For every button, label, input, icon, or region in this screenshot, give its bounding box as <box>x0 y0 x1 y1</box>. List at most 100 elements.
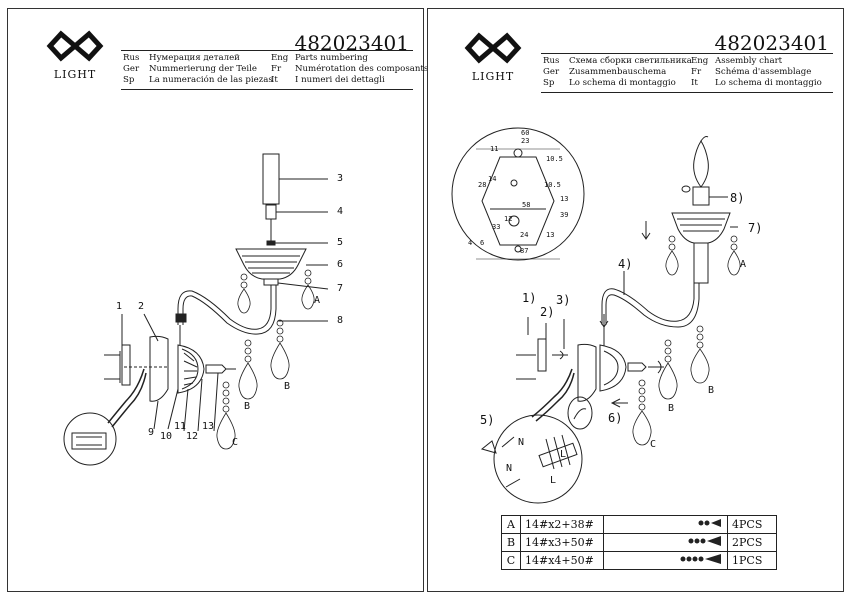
dim-label: 28 <box>478 181 487 189</box>
step-2: 2) <box>540 305 555 319</box>
header-row: Sp Lo schema di montaggio It Lo schema d… <box>543 78 822 89</box>
pendant-code: B <box>501 533 521 552</box>
pendant-spec: 14#x4+50# <box>520 551 604 570</box>
table-row: C 14#x4+50# 1PCS <box>501 551 777 570</box>
step-6: 6) <box>608 411 623 425</box>
logo-text: LIGHT <box>53 68 97 81</box>
dim-label: 39 <box>560 211 569 219</box>
header-row: Sp La numeración de las piezas It I nume… <box>123 75 428 86</box>
header-rule-bottom <box>541 92 833 93</box>
header-row: Ger Zusammenbauschema Fr Schéma d'assemb… <box>543 67 822 78</box>
wire-label-l: L <box>560 449 567 460</box>
lang-title: Assembly chart <box>715 56 783 66</box>
parts-numbering-sheet: LIGHT 482023401 Rus Нумерация деталей En… <box>7 8 428 592</box>
wire-label-l: L <box>550 475 557 486</box>
pendant-image <box>603 551 728 570</box>
step-3: 3) <box>556 293 571 307</box>
lang-code: Fr <box>271 64 282 75</box>
lang-title: La numeración de las piezas <box>149 75 273 86</box>
dim-label: 23 <box>521 137 530 145</box>
product-code: 482023401 <box>294 31 409 55</box>
lang-code: Eng <box>271 53 289 63</box>
pendant-label-b: B <box>284 381 291 392</box>
logo-mark-icon <box>46 30 104 62</box>
wire-label-n: N <box>506 463 513 474</box>
callout-13: 13 <box>202 421 215 432</box>
dim-label: 12 <box>504 215 513 223</box>
lang-code: It <box>271 75 278 86</box>
step-5: 5) <box>480 413 495 427</box>
header-rule-bottom <box>121 89 413 90</box>
step-1: 1) <box>522 291 537 305</box>
pendant-label-a: A <box>740 259 747 270</box>
callout-11: 11 <box>174 421 187 432</box>
lang-code: Ger <box>543 67 560 78</box>
dim-label: 10.5 <box>546 155 563 163</box>
lang-title: Parts numbering <box>295 53 368 63</box>
lang-title: Lo schema di montaggio <box>569 78 676 89</box>
table-row: A 14#x2+38# 4PCS <box>501 515 777 534</box>
dim-label: 11 <box>490 145 499 153</box>
dim-label: 13 <box>546 231 555 239</box>
pendant-code: A <box>501 515 521 534</box>
lang-code: Fr <box>691 67 702 78</box>
header-rule-top <box>121 50 413 51</box>
lang-code: Sp <box>543 78 555 89</box>
lang-title: Numérotation des composants <box>295 64 429 75</box>
step-7: 7) <box>748 221 763 235</box>
dim-label: 58 <box>522 201 531 209</box>
callout-7: 7 <box>337 283 344 294</box>
pendant-label-c: C <box>232 437 239 448</box>
lang-title: Lo schema di montaggio <box>715 78 822 89</box>
header-row: Rus Схема сборки светильника Eng Assembl… <box>543 56 822 67</box>
lang-code: Ger <box>123 64 140 75</box>
lang-title: Нумерация деталей <box>149 53 240 63</box>
dim-label: 10.5 <box>544 181 561 189</box>
callout-6: 6 <box>337 259 344 270</box>
lang-code: Rus <box>543 56 560 66</box>
logo-mark-icon <box>464 32 522 64</box>
dim-label: 14 <box>488 175 497 183</box>
callout-2: 2 <box>138 301 145 312</box>
callout-5: 5 <box>337 237 344 248</box>
pendant-label-b: B <box>708 385 715 396</box>
pendant-c-icon <box>680 554 721 564</box>
lang-title: Схема сборки светильника <box>569 56 692 66</box>
dim-label: 87 <box>520 247 529 255</box>
assembly-drawing <box>451 127 741 504</box>
pendant-qty: 2PCS <box>727 533 777 552</box>
pendant-b-icon <box>688 536 721 546</box>
dim-label: 4 <box>468 239 473 247</box>
pendant-label-c: C <box>650 439 657 450</box>
pendant-label-a: A <box>314 295 321 306</box>
brand-logo: LIGHT <box>464 31 522 83</box>
pendant-label-b: B <box>244 401 251 412</box>
product-code: 482023401 <box>714 31 829 55</box>
lang-title: Zusammenbauschema <box>569 67 667 78</box>
pendant-image <box>603 533 728 552</box>
header-table: Rus Нумерация деталей Eng Parts numberin… <box>123 53 428 87</box>
dim-label: 13 <box>560 195 569 203</box>
pendant-qty: 1PCS <box>727 551 777 570</box>
callout-3: 3 <box>337 173 344 184</box>
lang-title: Nummerierung der Teile <box>149 64 257 75</box>
step-4: 4) <box>618 257 633 271</box>
lang-code: Eng <box>691 56 709 66</box>
logo-text: LIGHT <box>471 70 515 83</box>
dim-label: 6 <box>480 239 485 247</box>
lang-code: Sp <box>123 75 135 86</box>
dim-label: 60 <box>521 129 530 137</box>
header-rule-top <box>541 53 833 54</box>
callout-12: 12 <box>186 431 199 442</box>
table-row: B 14#x3+50# 2PCS <box>501 533 777 552</box>
dim-label: 24 <box>520 231 529 239</box>
pendant-spec: 14#x3+50# <box>520 533 604 552</box>
header-row: Ger Nummerierung der Teile Fr Numérotati… <box>123 64 428 75</box>
pendant-image <box>603 515 728 534</box>
step-8: 8) <box>730 191 745 205</box>
callout-9: 9 <box>148 427 155 438</box>
dim-label: 33 <box>492 223 501 231</box>
callout-1: 1 <box>116 301 123 312</box>
exploded-parts-drawing <box>63 153 329 466</box>
pendant-label-b: B <box>668 403 675 414</box>
